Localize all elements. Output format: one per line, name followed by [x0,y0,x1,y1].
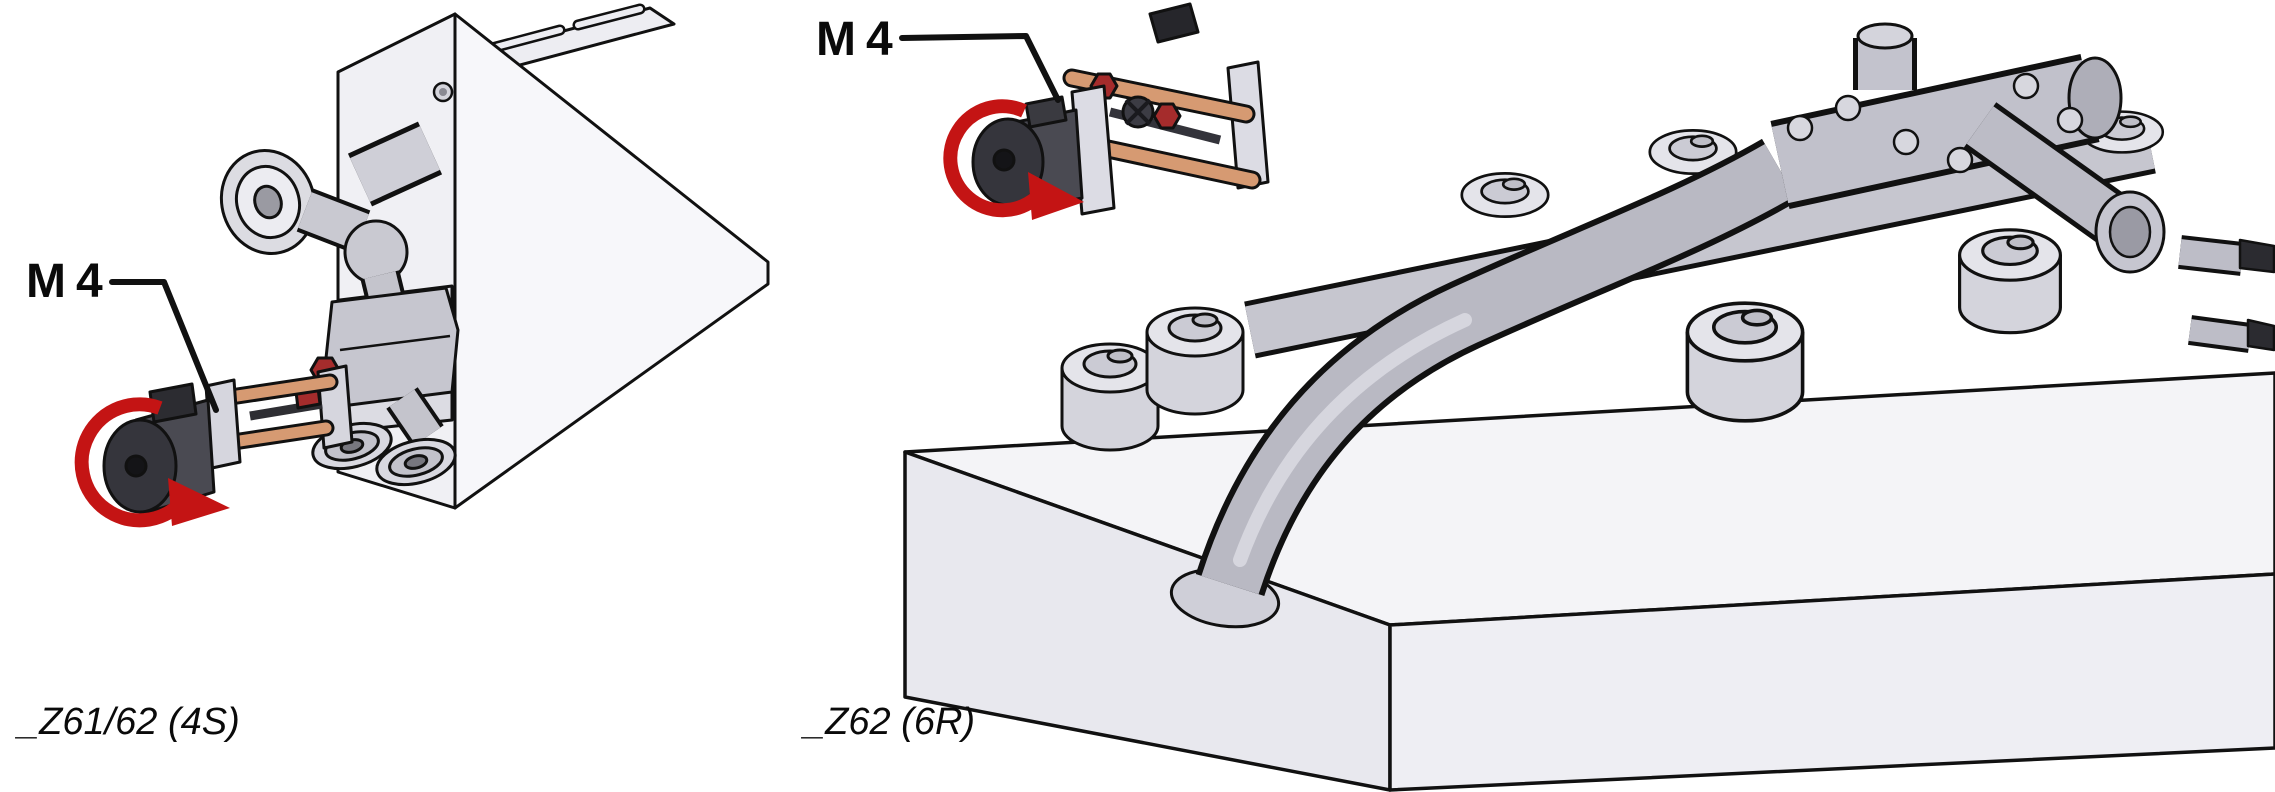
main-curved-pipe [1169,138,1799,629]
bolt-heads [1786,72,2084,174]
edge-connectors [2178,235,2275,353]
block-ports [1060,228,2062,452]
port [1648,129,1738,175]
bottom-flange [375,437,457,487]
callout-label-m4-right: M4 [816,13,903,66]
red-knob [1152,102,1182,130]
pipe-flange [219,149,317,255]
port [1145,306,1245,416]
callout-label-m4-left: M4 [26,255,113,308]
rotation-arrow-icon [74,397,230,528]
figure-6r-illustration [899,2,2275,792]
actuator-motor-assembly [971,2,1270,216]
figure-caption-right: _Z62 (6R) [804,701,976,743]
callout-leader-line [899,33,1061,103]
port [1460,172,1550,218]
motor-tab [1024,95,1068,129]
valve-assembly [219,121,460,487]
valve-manifold [1770,22,2275,353]
figure-4s-illustration [74,3,770,528]
black-cap [1148,2,1200,44]
actuator-motor-assembly [102,364,354,516]
port [1958,228,2062,335]
rotation-arrow-icon [943,99,1084,220]
figure-caption-left: _Z61/62 (4S) [18,701,240,743]
callout-leader-line [109,279,219,413]
port [1685,301,1805,423]
mount-bracket [1226,60,1270,190]
port [1060,342,1160,452]
